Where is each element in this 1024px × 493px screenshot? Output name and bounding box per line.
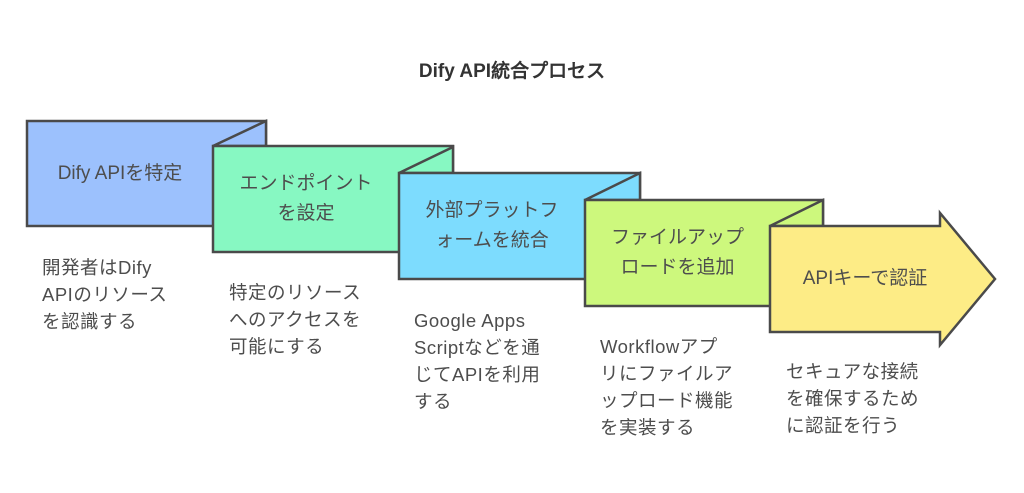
step-5-arrow-shape	[768, 197, 997, 349]
step-1-description: 開発者はDify APIのリソース を認識する	[42, 257, 168, 332]
step-3-description: Google Apps Scriptなどを通 じてAPIを利用 する	[414, 310, 541, 412]
step-5-label: APIキーで認証	[802, 268, 928, 289]
step-2-description: 特定のリソース へのアクセスを 可能にする	[229, 282, 362, 357]
diagram-title: Dify API統合プロセス	[418, 61, 606, 82]
step-5-description: セキュアな接続 を確保するため に認証を行う	[786, 361, 920, 436]
step-3-label: 外部プラットフ ォームを統合	[425, 200, 559, 251]
step-4-description: Workflowアプ リにファイルア ップロード機能 を実装する	[600, 336, 734, 438]
step-4-label: ファイルアップ ロードを追加	[610, 227, 744, 278]
step-2-label: エンドポイント を設定	[239, 173, 373, 224]
step-1-label: Dify APIを特定	[57, 162, 183, 184]
